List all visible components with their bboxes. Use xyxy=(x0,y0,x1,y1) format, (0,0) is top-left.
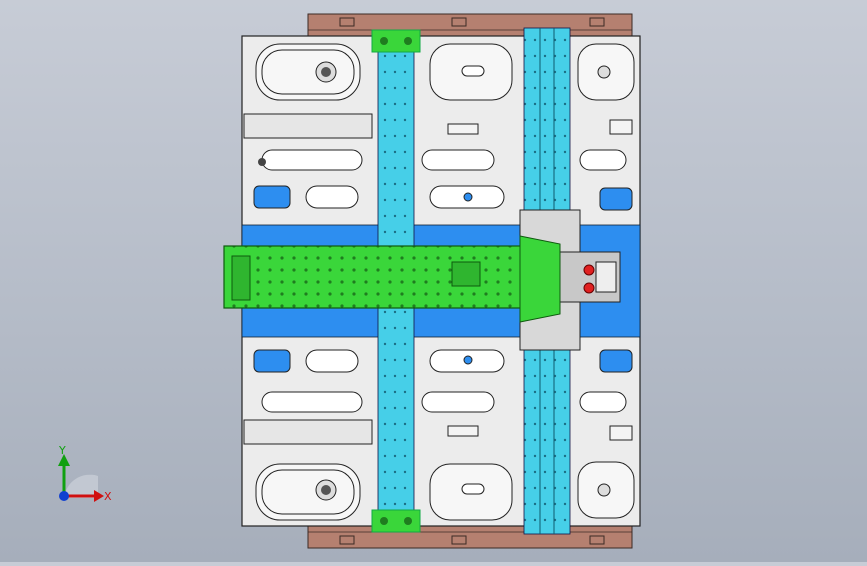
y-axis-label: Y xyxy=(58,444,66,457)
green-part xyxy=(223,235,561,323)
end-rail-top xyxy=(307,13,633,39)
coordinate-triad: Y X xyxy=(58,444,112,503)
x-axis-label: X xyxy=(104,490,112,503)
end-rail-bottom xyxy=(307,523,633,549)
z-axis-dot xyxy=(59,491,69,501)
